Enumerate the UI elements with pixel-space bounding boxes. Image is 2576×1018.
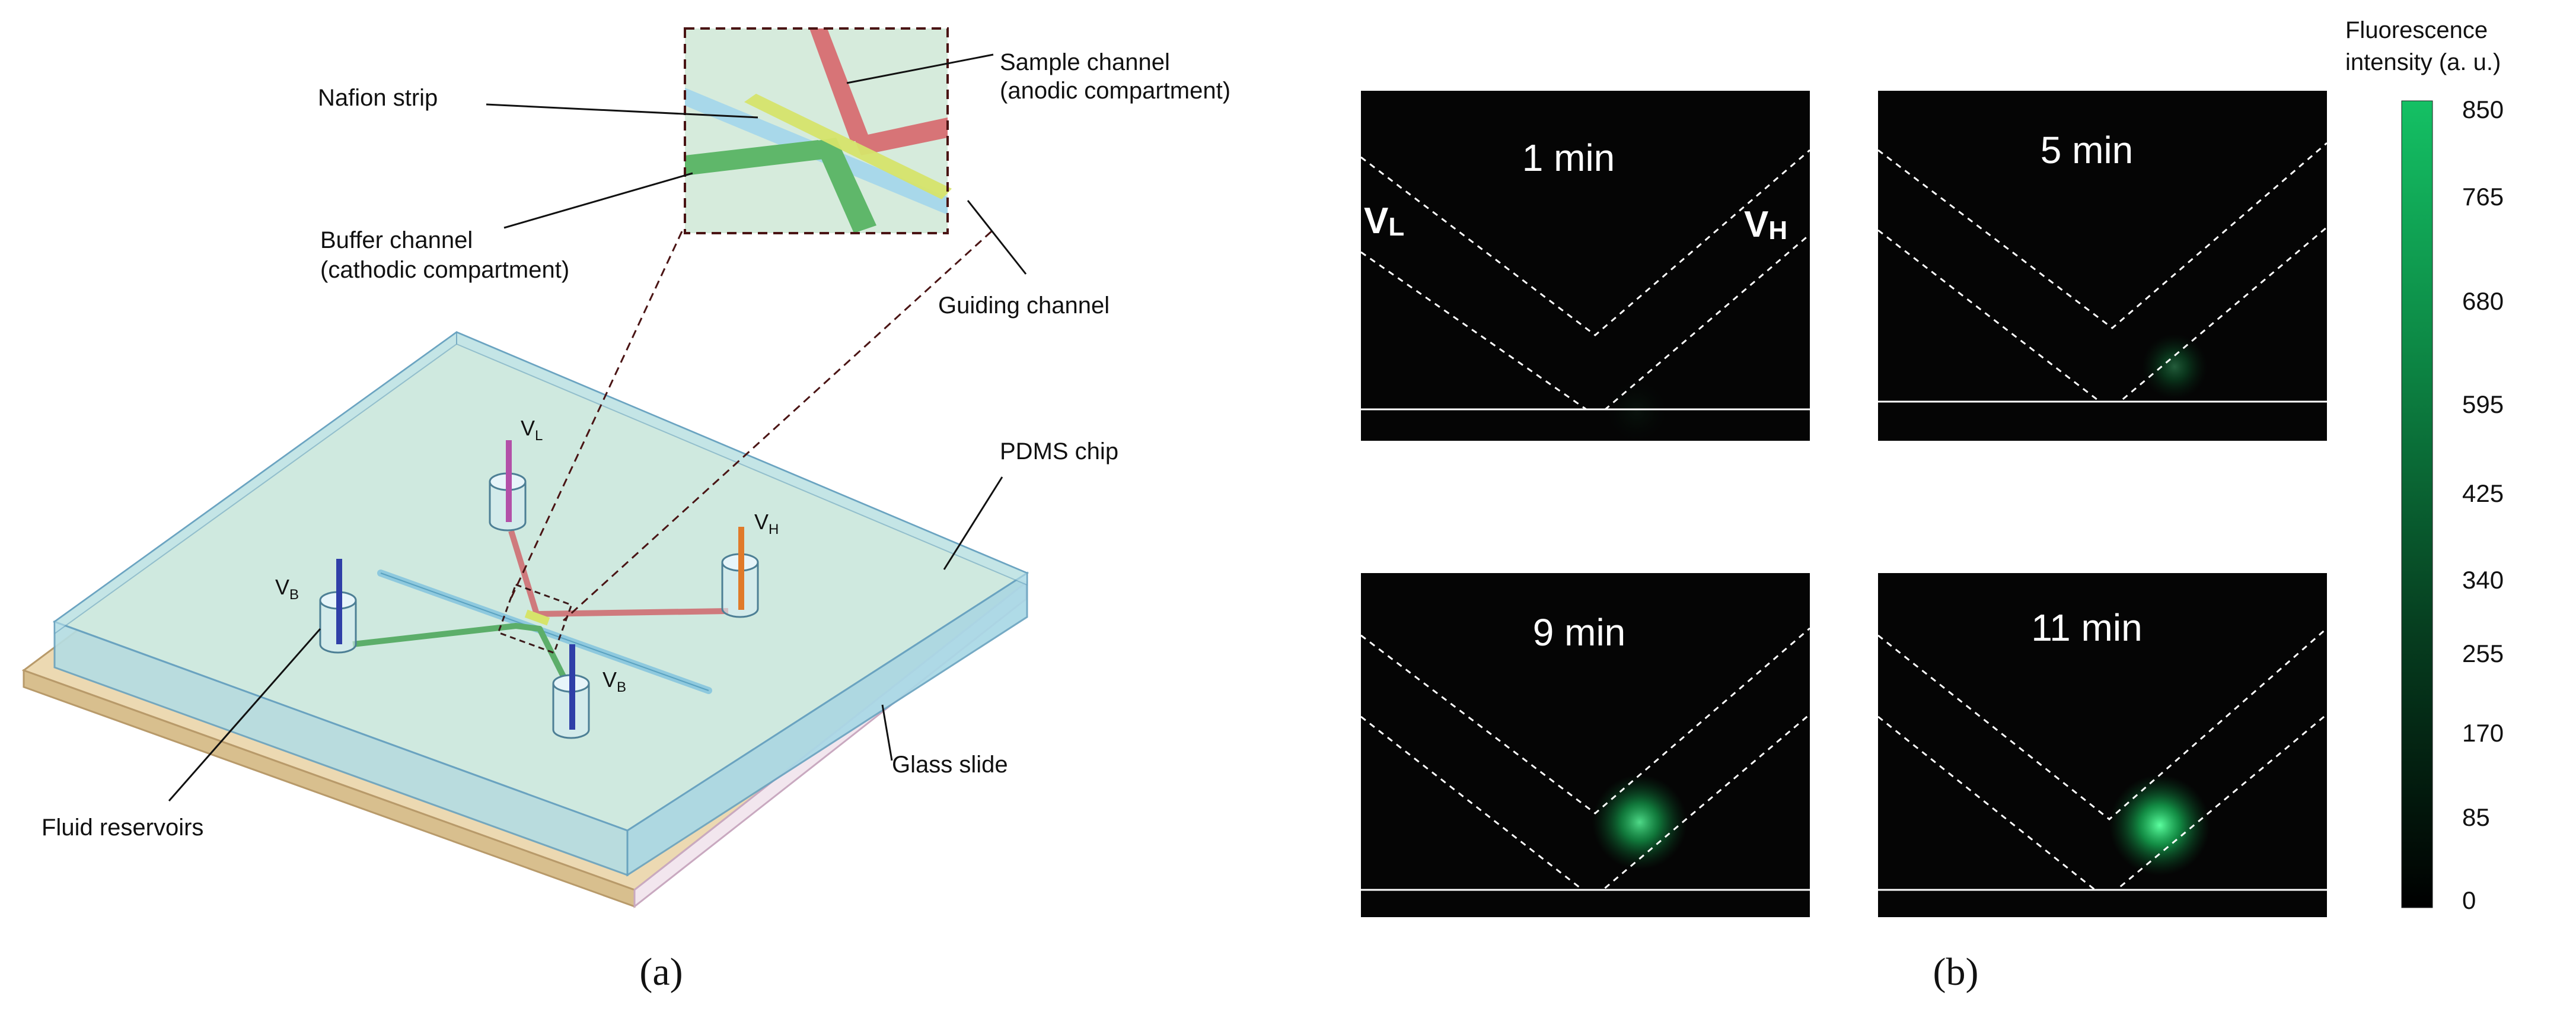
panel-b-label: (b) — [1933, 950, 1979, 994]
inset-buffer-channel-diagonal — [814, 138, 876, 233]
tile-time-label: 5 min — [2041, 129, 2134, 171]
colorbar-tick-label: 595 — [2462, 390, 2504, 418]
channel-wall-outer — [1360, 149, 1810, 336]
colorbar-tick-label: 170 — [2462, 719, 2504, 747]
zoom-projection-right — [562, 230, 993, 622]
micrograph-tile-1: 1 min VL VH — [1360, 91, 1810, 441]
tile-v-label-right: VH — [1744, 204, 1787, 245]
junction-inset — [684, 27, 952, 234]
tile-background — [1878, 573, 2327, 917]
electrode-label-vb-left: VB — [275, 575, 299, 603]
colorbar-tick-label: 255 — [2462, 640, 2504, 667]
tile-time-label: 9 min — [1533, 611, 1626, 654]
tile-glow — [1592, 775, 1687, 870]
colorbar-tick-label: 425 — [2462, 479, 2504, 507]
colorbar-title-line-1: Fluorescence — [2345, 17, 2488, 43]
micrograph-tile-3: 9 min — [1360, 573, 1810, 917]
tile-time-label: 1 min — [1522, 136, 1615, 179]
tile-glow — [2142, 334, 2207, 399]
label-sample-channel: Sample channel — [1000, 49, 1170, 75]
tile-glow — [1607, 381, 1666, 441]
guiding-channel-edge — [380, 572, 709, 691]
leader-reservoirs — [168, 628, 321, 801]
tile-background — [1878, 91, 2327, 441]
tile-v-label-left: VL — [1364, 201, 1404, 241]
reservoir-vb-left — [319, 559, 357, 654]
colorbar: Fluorescence intensity (a. u.) 850765680… — [2345, 17, 2504, 914]
panel-b: 1 min VL VH 5 min 9 min — [1360, 17, 2504, 994]
nafion-junction — [524, 609, 550, 626]
colorbar-tick-label: 765 — [2462, 183, 2504, 211]
channel-wall-inner — [1360, 713, 1810, 891]
reservoir-vh — [721, 527, 759, 618]
leader-sample — [846, 53, 994, 84]
channel-wall-inner — [1877, 226, 2328, 403]
leader-pdms — [943, 476, 1003, 570]
label-buffer-channel-sub: (cathodic compartment) — [320, 257, 569, 283]
colorbar-tick-label: 340 — [2462, 566, 2504, 594]
colorbar-title-line-2: intensity (a. u.) — [2345, 49, 2501, 75]
leader-glass — [881, 704, 893, 761]
label-pdms-chip: PDMS chip — [1000, 438, 1118, 465]
reservoir-vb-bottom — [552, 644, 590, 739]
panel-a: VL VH VB VB Nafion strip Sample channel — [21, 27, 1230, 994]
colorbar-gradient — [2401, 100, 2433, 908]
electrode-label-vl: VL — [521, 416, 543, 444]
inset-buffer-channel-horizontal — [685, 140, 824, 176]
channel-wall-outer — [1877, 627, 2328, 820]
inset-sample-channel-horizontal — [854, 117, 948, 155]
label-glass-slide: Glass slide — [892, 752, 1008, 778]
tile-background — [1361, 91, 1810, 441]
tile-background — [1361, 573, 1810, 917]
inset-sample-channel-vertical — [809, 28, 869, 142]
pdms-chip-top — [52, 331, 1029, 832]
colorbar-tick-label: 0 — [2462, 886, 2476, 914]
colorbar-tick-label: 85 — [2462, 803, 2490, 831]
inset-nafion-strip — [744, 94, 952, 199]
fluid-reservoirs — [319, 440, 759, 739]
micrograph-tile-4: 11 min — [1877, 573, 2328, 917]
electrode-label-vb-bottom: VB — [602, 667, 626, 695]
leader-buffer — [503, 172, 693, 229]
junction-zoom-box — [497, 583, 573, 654]
label-fluid-reservoirs: Fluid reservoirs — [42, 815, 203, 841]
colorbar-tick-label: 680 — [2462, 287, 2504, 315]
colorbar-tick-label: 850 — [2462, 96, 2504, 123]
label-buffer-channel: Buffer channel — [320, 227, 473, 253]
channel-wall-outer — [1877, 142, 2328, 329]
channel-wall-outer — [1360, 627, 1810, 815]
label-nafion-strip: Nafion strip — [318, 85, 438, 111]
label-guiding-channel: Guiding channel — [938, 292, 1110, 319]
pdms-chip — [52, 331, 1029, 877]
buffer-channel — [352, 623, 575, 696]
reservoir-vl — [489, 440, 527, 532]
tile-time-label: 11 min — [2031, 606, 2142, 649]
label-sample-channel-sub: (anodic compartment) — [1000, 78, 1230, 104]
electrode-label-vh: VH — [754, 510, 779, 537]
tile-glow — [2109, 775, 2210, 876]
pdms-chip-left-rim — [54, 331, 457, 635]
inset-frame — [684, 27, 949, 234]
leader-nafion — [486, 103, 758, 119]
pdms-chip-right — [626, 571, 1028, 877]
chip-channels — [352, 530, 729, 696]
channel-wall-inner — [1877, 713, 2328, 891]
micrograph-tile-2: 5 min — [1877, 91, 2328, 441]
leader-guiding — [967, 200, 1027, 275]
panel-a-label: (a) — [639, 950, 683, 994]
